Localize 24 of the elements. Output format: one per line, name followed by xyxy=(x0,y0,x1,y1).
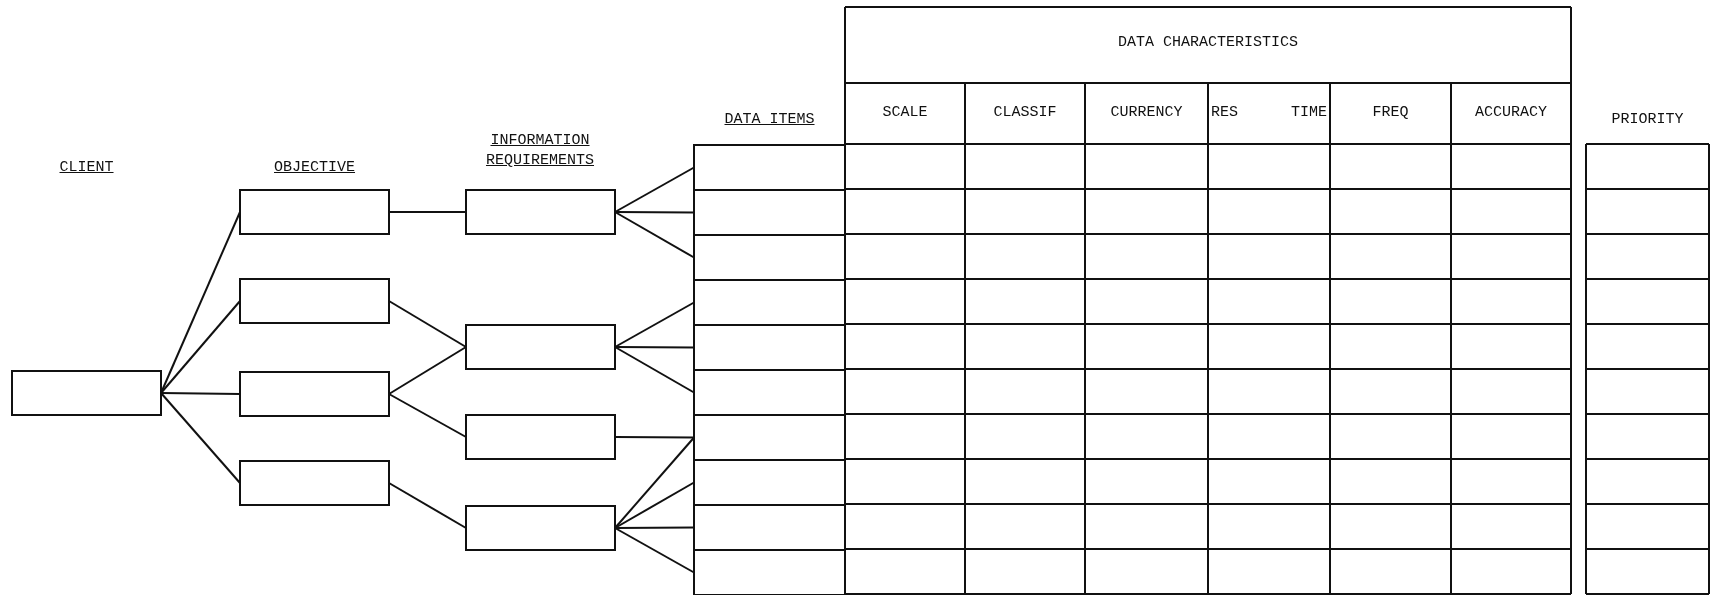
objective-box xyxy=(239,189,390,235)
objective-box xyxy=(239,371,390,417)
data-item-cell xyxy=(693,144,846,191)
objective-box xyxy=(239,278,390,324)
column-heading: CLIENT xyxy=(59,158,114,178)
requirement-box xyxy=(465,505,616,551)
requirement-box xyxy=(465,414,616,460)
column-heading: CURRENCY xyxy=(1110,103,1183,123)
requirement-box xyxy=(465,189,616,235)
column-heading: INFORMATION REQUIREMENTS xyxy=(485,131,595,171)
column-heading: ACCURACY xyxy=(1475,103,1547,123)
column-heading: PRIORITY xyxy=(1611,110,1684,130)
table-heading: DATA CHARACTERISTICS xyxy=(1118,33,1299,53)
column-heading: FREQ xyxy=(1372,103,1409,123)
column-heading: SCALE xyxy=(882,103,928,123)
objective-box xyxy=(239,460,390,506)
column-heading: CLASSIF xyxy=(993,103,1057,123)
client-box xyxy=(11,370,162,416)
column-heading: OBJECTIVE xyxy=(274,158,355,178)
data-item-cell xyxy=(693,549,846,595)
requirement-box xyxy=(465,324,616,370)
column-heading: TIME xyxy=(1291,103,1327,123)
column-heading: DATA ITEMS xyxy=(724,110,815,130)
column-heading: RES xyxy=(1211,103,1238,123)
